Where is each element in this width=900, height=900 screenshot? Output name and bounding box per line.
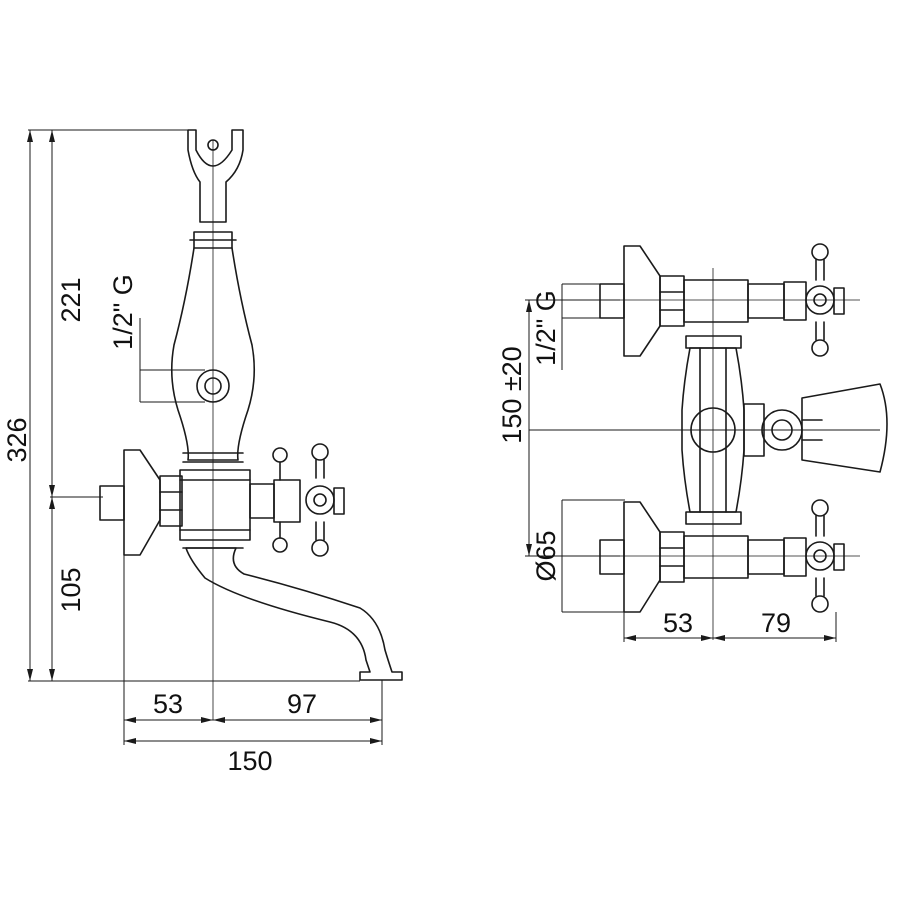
side-vertical-dimensions — [27, 129, 360, 682]
side-dim-53: 53 — [153, 689, 183, 719]
column-body — [170, 231, 256, 461]
side-view: 326 221 105 1/2" G — [2, 129, 403, 776]
front-vertical-dimensions — [525, 299, 880, 557]
front-dim-53: 53 — [663, 608, 693, 638]
hex-nut — [159, 475, 183, 527]
front-dim-79: 79 — [761, 608, 791, 638]
front-dim-phi65: Ø65 — [531, 530, 561, 581]
wall-escutcheon — [123, 449, 161, 556]
inlet-pipe — [99, 485, 125, 521]
upper-inlet-assembly — [599, 243, 845, 357]
spout — [185, 547, 403, 681]
cross-handle-icon — [272, 443, 345, 557]
side-dim-thread: 1/2" G — [108, 274, 138, 350]
side-dim-326: 326 — [2, 417, 32, 462]
side-dim-221: 221 — [56, 277, 86, 322]
front-dim-thread: 1/2" G — [531, 290, 561, 366]
central-column — [681, 335, 745, 525]
front-horizontal-dimensions — [623, 612, 837, 642]
front-escutcheon-leader — [561, 499, 625, 613]
lower-inlet-assembly — [599, 499, 845, 613]
side-dim-150: 150 — [227, 746, 272, 776]
side-dim-105: 105 — [56, 567, 86, 612]
handle-bonnet — [249, 483, 275, 519]
diverter-outlet — [743, 383, 888, 473]
front-thread-leader — [561, 283, 600, 370]
side-horizontal-dimensions — [123, 555, 383, 745]
shower-holder-fork — [187, 129, 244, 223]
front-dim-150-20: 150 ±20 — [497, 346, 527, 443]
front-view: 150 ±20 1/2" G Ø65 — [497, 243, 888, 642]
outlet-circle — [196, 369, 230, 403]
side-dim-97: 97 — [287, 689, 317, 719]
